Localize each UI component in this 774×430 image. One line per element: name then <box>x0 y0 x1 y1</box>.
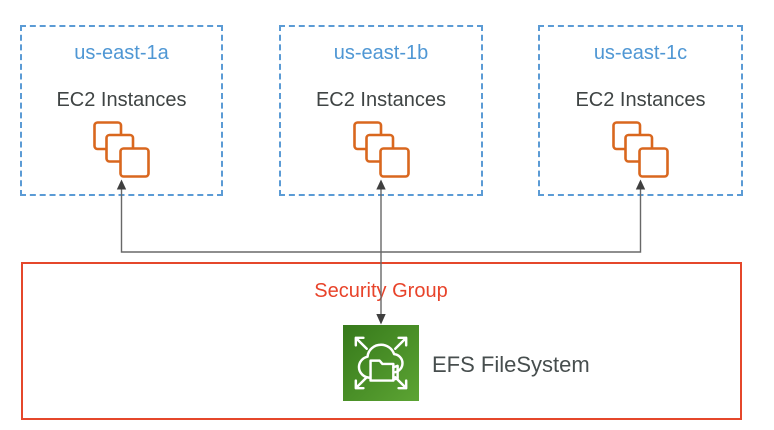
ec2-instances-icon <box>93 121 150 178</box>
az-name-label: us-east-1b <box>333 42 429 64</box>
ec2-instances-label: EC2 Instances <box>56 89 187 111</box>
ec2-instances-label: EC2 Instances <box>315 89 447 111</box>
az-name-label: us-east-1a <box>74 42 169 64</box>
shared-bus-line <box>120 189 642 253</box>
ec2-instances-label: EC2 Instances <box>575 89 706 111</box>
security-group-label: Security Group <box>314 280 448 302</box>
efs-filesystem-label: EFS FileSystem <box>432 352 590 377</box>
availability-zone-us-east-1a: us-east-1a EC2 Instances <box>20 25 223 196</box>
availability-zone-us-east-1c: us-east-1c EC2 Instances <box>538 25 743 196</box>
ec2-instances-icon <box>612 121 669 178</box>
availability-zone-us-east-1b: us-east-1b EC2 Instances <box>279 25 483 196</box>
az-name-label: us-east-1c <box>593 42 688 64</box>
efs-filesystem-icon <box>343 325 419 401</box>
ec2-instances-icon <box>352 121 410 178</box>
